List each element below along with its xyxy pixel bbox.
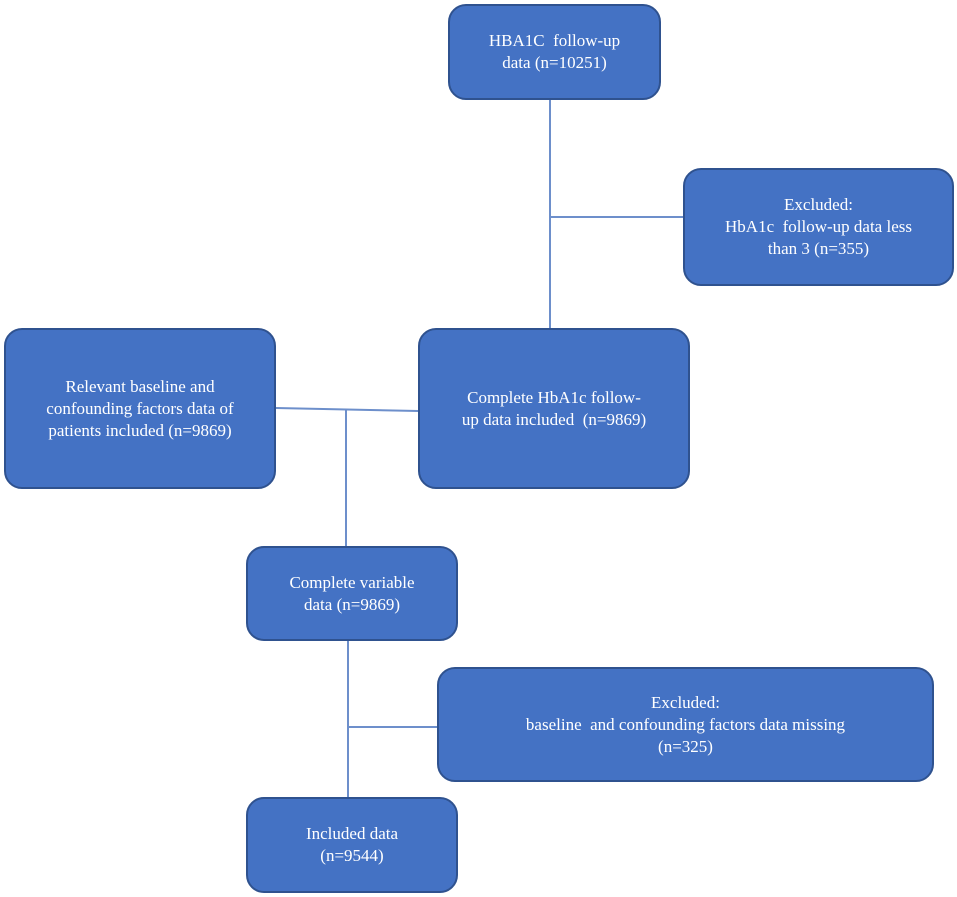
included-data-line-1: Included data bbox=[305, 824, 399, 843]
baseline-confounding-box: Relevant baseline and confounding factor… bbox=[4, 328, 276, 489]
excluded-first-line-2: HbA1c follow-up data less bbox=[725, 217, 912, 236]
complete-hba1c-box: Complete HbA1c follow- up data included … bbox=[418, 328, 690, 489]
complete-hba1c-line-1: Complete HbA1c follow- bbox=[467, 387, 641, 407]
included-data-line-2: (n=9544) bbox=[320, 846, 384, 865]
included-data-box: Included data (n=9544) bbox=[246, 797, 458, 893]
excluded-second-box: Excluded: baseline and confounding facto… bbox=[437, 667, 934, 782]
baseline-confounding-line-3: patients included (n=9869) bbox=[48, 420, 232, 440]
excluded-second-line-1: Excluded: bbox=[651, 692, 720, 712]
complete-variable-line-2: data (n=9869) bbox=[304, 594, 400, 614]
hba1c-followup-box: HBA1C follow-up data (n=10251) bbox=[448, 4, 661, 100]
excluded-second-line-2: baseline and confounding factors data mi… bbox=[525, 714, 846, 734]
complete-variable-box: Complete variable data (n=9869) bbox=[246, 546, 458, 641]
excluded-second-line-3: (n=325) bbox=[658, 736, 713, 756]
hba1c-followup-line-1: HBA1C follow-up bbox=[488, 31, 621, 50]
excluded-first-box: Excluded: HbA1c follow-up data less than… bbox=[683, 168, 954, 286]
excluded-first-line-3: than 3 (n=355) bbox=[767, 239, 870, 258]
hba1c-followup-line-2: data (n=10251) bbox=[502, 53, 607, 72]
excluded-first-line-1: Excluded: bbox=[784, 195, 853, 214]
baseline-confounding-line-2: confounding factors data of bbox=[46, 398, 234, 418]
complete-variable-line-1: Complete variable bbox=[289, 572, 415, 592]
baseline-confounding-line-1: Relevant baseline and bbox=[65, 376, 215, 396]
complete-hba1c-line-2: up data included (n=9869) bbox=[461, 409, 647, 429]
